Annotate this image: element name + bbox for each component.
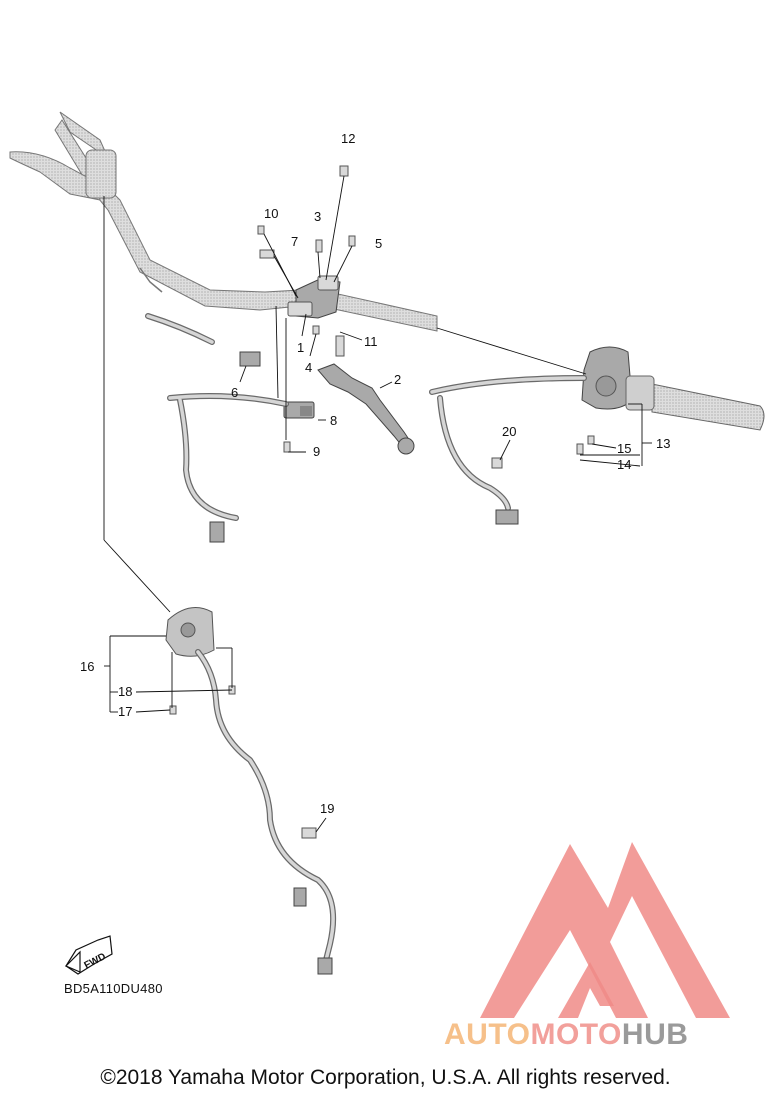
left-handlebar-switch	[165, 607, 337, 975]
brake-lever	[317, 363, 415, 455]
callout-17: 17	[118, 704, 132, 719]
copyright-notice: ©2018 Yamaha Motor Corporation, U.S.A. A…	[100, 1066, 671, 1089]
automotohub-logo	[480, 842, 730, 1018]
leader-lines	[103, 175, 652, 833]
callout-7: 7	[291, 234, 298, 249]
callout-16: 16	[80, 659, 94, 674]
callout-13: 13	[656, 436, 670, 451]
callout-9: 9	[313, 444, 320, 459]
logo-text-auto: AUTO	[444, 1018, 531, 1051]
handlebar	[9, 111, 438, 332]
callout-15: 15	[617, 441, 631, 456]
callout-11: 11	[364, 334, 378, 349]
brake-switch	[283, 401, 315, 419]
callout-4: 4	[305, 360, 312, 375]
callout-20: 20	[502, 424, 516, 439]
right-switch-harness	[429, 375, 587, 525]
right-handlebar-switch	[581, 346, 765, 431]
callout-1: 1	[297, 340, 304, 355]
callouts: 1 2 3 4 5 6 7 8 9 10 11 12 13 14 15 16 1…	[80, 131, 670, 816]
fwd-arrow: FWD	[64, 935, 113, 975]
brake-switch-harness	[167, 393, 289, 543]
callout-8: 8	[330, 413, 337, 428]
logo-text-moto: MOTO	[530, 1018, 622, 1051]
callout-3: 3	[314, 209, 321, 224]
logo-text-hub: HUB	[621, 1018, 689, 1051]
callout-12: 12	[341, 131, 355, 146]
diagram-code: BD5A110DU480	[64, 981, 163, 996]
callout-19: 19	[320, 801, 334, 816]
left-cable	[145, 313, 261, 367]
callout-6: 6	[231, 385, 238, 400]
callout-10: 10	[264, 206, 278, 221]
callout-18: 18	[118, 684, 132, 699]
callout-14: 14	[617, 457, 631, 472]
callout-5: 5	[375, 236, 382, 251]
callout-2: 2	[394, 372, 401, 387]
master-cylinder	[287, 275, 341, 319]
logo-wordmark: AUTOMOTOHUB	[444, 1018, 688, 1052]
